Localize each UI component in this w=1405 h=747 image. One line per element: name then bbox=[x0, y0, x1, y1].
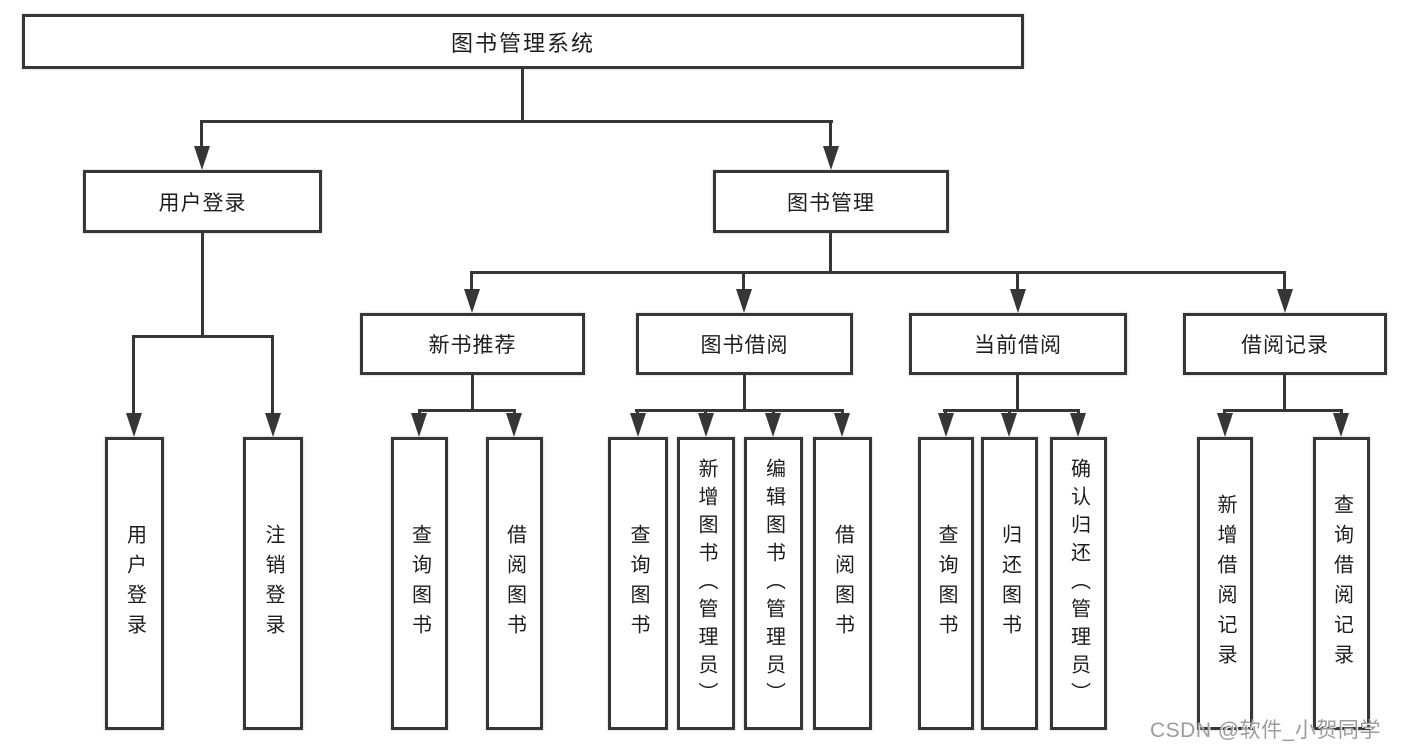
connector-to-book-mgmt bbox=[829, 120, 832, 150]
leaf-borrow-books-2: 借阅图书 bbox=[813, 437, 872, 730]
arrowhead-leaf bbox=[1070, 413, 1086, 437]
node-current-borrow-label: 当前借阅 bbox=[974, 334, 1062, 357]
connector-current-borrow-split bbox=[943, 409, 1080, 412]
leaf-confirm-return-admin: 确认归还（管理员） bbox=[1050, 437, 1107, 730]
leaf-add-borrow-record: 新增借阅记录 bbox=[1197, 437, 1253, 730]
arrowhead-leaf bbox=[938, 413, 954, 437]
leaf-user-login-label: 用户登录 bbox=[123, 523, 146, 644]
node-user-login: 用户登录 bbox=[83, 170, 322, 233]
arrowhead-current-borrow bbox=[1010, 289, 1026, 313]
leaf-return-books-label: 归还图书 bbox=[998, 523, 1021, 644]
connector-new-books-split bbox=[418, 409, 516, 412]
connector-to-borrow-records bbox=[1283, 271, 1286, 293]
node-root: 图书管理系统 bbox=[22, 14, 1024, 69]
leaf-logout-label: 注销登录 bbox=[262, 523, 284, 644]
arrowhead-leaf bbox=[1001, 413, 1017, 437]
connector-to-leaf-login bbox=[132, 335, 135, 415]
connector-book-borrow-split bbox=[635, 409, 844, 412]
arrowhead-leaf bbox=[506, 413, 522, 437]
leaf-edit-books-admin: 编辑图书（管理员） bbox=[744, 437, 803, 730]
connector-current-borrow-stub bbox=[1016, 375, 1019, 412]
node-book-borrow-label: 图书借阅 bbox=[700, 334, 789, 357]
arrowhead-book-borrow bbox=[736, 289, 752, 313]
arrowhead-leaf bbox=[1217, 413, 1233, 437]
arrowhead-leaf bbox=[765, 413, 781, 437]
node-user-login-label: 用户登录 bbox=[158, 191, 247, 215]
leaf-borrow-books-2-label: 借阅图书 bbox=[831, 523, 854, 644]
connector-book-borrow-stub bbox=[743, 375, 746, 412]
connector-to-user-login bbox=[200, 120, 203, 150]
connector-root-split bbox=[201, 120, 833, 123]
arrowhead-book-mgmt bbox=[823, 146, 839, 170]
leaf-return-books: 归还图书 bbox=[981, 437, 1038, 730]
leaf-query-books-3: 查询图书 bbox=[918, 437, 974, 730]
connector-root-stub bbox=[521, 69, 524, 123]
connector-to-book-borrow bbox=[742, 271, 745, 293]
node-book-borrow: 图书借阅 bbox=[636, 313, 853, 375]
arrowhead-user-login bbox=[194, 146, 210, 170]
node-borrow-records-label: 借阅记录 bbox=[1241, 334, 1329, 357]
node-borrow-records: 借阅记录 bbox=[1183, 313, 1387, 375]
arrowhead-leaf bbox=[411, 413, 427, 437]
node-current-borrow: 当前借阅 bbox=[909, 313, 1127, 375]
connector-to-current-borrow bbox=[1016, 271, 1019, 293]
leaf-query-books-3-label: 查询图书 bbox=[935, 523, 957, 644]
leaf-query-books-1: 查询图书 bbox=[391, 437, 448, 730]
leaf-query-borrow-record-label: 查询借阅记录 bbox=[1330, 493, 1353, 674]
node-new-books: 新书推荐 bbox=[360, 313, 585, 375]
leaf-add-books-admin-label: 新增图书（管理员） bbox=[695, 457, 717, 710]
connector-user-login-split bbox=[133, 335, 274, 338]
connector-borrow-records-split bbox=[1223, 409, 1343, 412]
leaf-add-books-admin: 新增图书（管理员） bbox=[677, 437, 735, 730]
leaf-query-books-2-label: 查询图书 bbox=[627, 523, 649, 644]
leaf-confirm-return-admin-label: 确认归还（管理员） bbox=[1067, 457, 1090, 710]
connector-new-books-stub bbox=[471, 375, 474, 412]
leaf-borrow-books-1-label: 借阅图书 bbox=[503, 523, 526, 644]
connector-book-mgmt-split bbox=[471, 271, 1286, 274]
arrowhead-leaf-login bbox=[126, 413, 142, 437]
arrowhead-leaf bbox=[1333, 413, 1349, 437]
node-book-mgmt-label: 图书管理 bbox=[787, 191, 875, 215]
arrowhead-new-books bbox=[464, 289, 480, 313]
arrowhead-borrow-records bbox=[1277, 289, 1293, 313]
connector-to-new-books bbox=[470, 271, 473, 293]
leaf-query-books-2: 查询图书 bbox=[608, 437, 668, 730]
leaf-query-borrow-record: 查询借阅记录 bbox=[1313, 437, 1370, 730]
connector-to-leaf-logout bbox=[271, 335, 274, 415]
leaf-logout: 注销登录 bbox=[243, 437, 303, 730]
csdn-watermark: CSDN @软件_小贺同学 bbox=[1150, 719, 1381, 742]
connector-book-mgmt-stub bbox=[829, 233, 832, 273]
node-new-books-label: 新书推荐 bbox=[428, 334, 517, 357]
node-root-label: 图书管理系统 bbox=[450, 30, 595, 56]
leaf-user-login: 用户登录 bbox=[105, 437, 164, 730]
arrowhead-leaf-logout bbox=[265, 413, 281, 437]
connector-user-login-stub bbox=[201, 233, 204, 335]
node-book-mgmt: 图书管理 bbox=[713, 170, 949, 233]
leaf-query-books-1-label: 查询图书 bbox=[408, 523, 431, 644]
connector-borrow-records-stub bbox=[1283, 375, 1286, 412]
arrowhead-leaf bbox=[834, 413, 850, 437]
leaf-add-borrow-record-label: 新增借阅记录 bbox=[1214, 493, 1236, 674]
leaf-borrow-books-1: 借阅图书 bbox=[486, 437, 543, 730]
arrowhead-leaf bbox=[630, 413, 646, 437]
leaf-edit-books-admin-label: 编辑图书（管理员） bbox=[762, 457, 785, 710]
arrowhead-leaf bbox=[698, 413, 714, 437]
